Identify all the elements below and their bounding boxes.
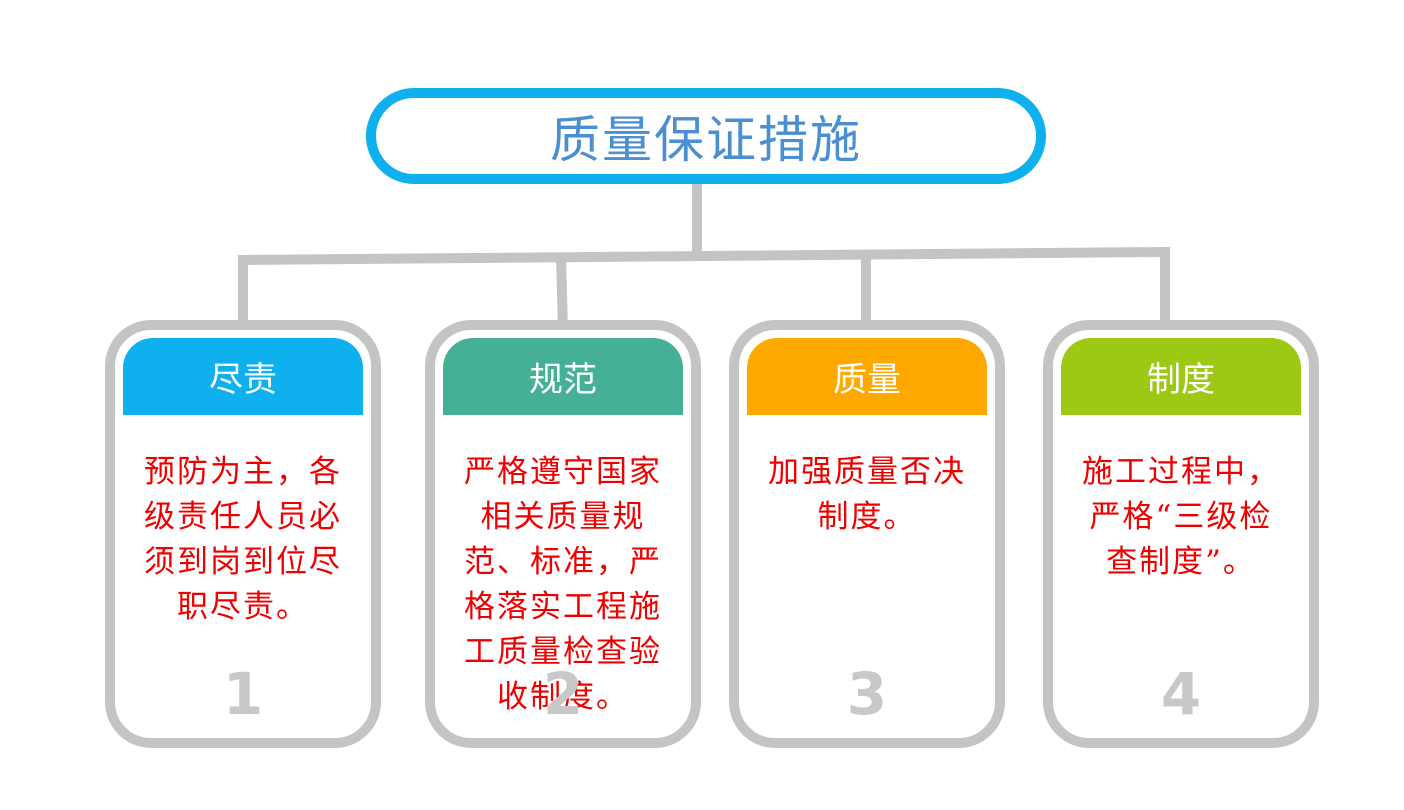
card-body: 施工过程中，严格“三级检查制度”。	[1082, 454, 1280, 580]
connector-drop-2	[555, 252, 569, 336]
card-header: 规范	[443, 338, 683, 415]
card-4: 制度 施工过程中，严格“三级检查制度”。 4	[1043, 320, 1319, 748]
card-body: 严格遵守国家相关质量规范、标准，严格落实工程施工质量检查验收制度。	[464, 454, 662, 715]
card-header: 制度	[1061, 338, 1301, 415]
card-number: 1	[222, 660, 264, 728]
card-header: 质量	[747, 338, 987, 415]
card-title: 尽责	[209, 360, 277, 400]
diagram-title: 质量保证措施	[550, 111, 862, 169]
connector-bus	[237, 246, 1171, 266]
card-title: 质量	[833, 360, 901, 400]
card-number: 4	[1160, 660, 1202, 728]
card-title: 制度	[1147, 360, 1215, 400]
card-number: 3	[846, 660, 888, 728]
title-box: 质量保证措施	[366, 88, 1046, 184]
card-3: 质量 加强质量否决制度。 3	[729, 320, 1005, 748]
card-number: 2	[542, 660, 584, 728]
card-2: 规范 严格遵守国家相关质量规范、标准，严格落实工程施工质量检查验收制度。 2	[425, 320, 701, 748]
card-body: 预防为主，各级责任人员必须到岗到位尽职尽责。	[144, 454, 342, 625]
card-header: 尽责	[123, 338, 363, 415]
card-title: 规范	[529, 360, 597, 400]
card-body: 加强质量否决制度。	[768, 454, 966, 535]
card-1: 尽责 预防为主，各级责任人员必须到岗到位尽职尽责。 1	[105, 320, 381, 748]
